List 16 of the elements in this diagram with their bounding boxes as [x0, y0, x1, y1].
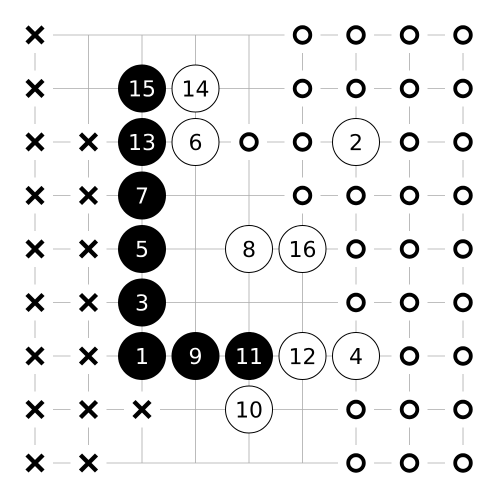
numbered-stone: 5	[118, 225, 166, 273]
numbered-stone: 14	[172, 64, 220, 112]
numbered-stone: 16	[278, 225, 326, 273]
numbered-stone: 3	[118, 278, 166, 326]
numbered-stone: 13	[118, 118, 166, 166]
numbered-stone: 8	[225, 225, 273, 273]
numbered-stone: 9	[172, 332, 220, 380]
numbered-stone: 12	[278, 332, 326, 380]
numbered-stone: 2	[332, 118, 380, 166]
numbered-stone: 11	[225, 332, 273, 380]
numbered-stone: 10	[225, 386, 273, 434]
numbered-stone: 4	[332, 332, 380, 380]
numbered-stone: 1	[118, 332, 166, 380]
numbered-stone: 7	[118, 172, 166, 220]
numbered-stone: 6	[172, 118, 220, 166]
numbered-stone: 15	[118, 64, 166, 112]
